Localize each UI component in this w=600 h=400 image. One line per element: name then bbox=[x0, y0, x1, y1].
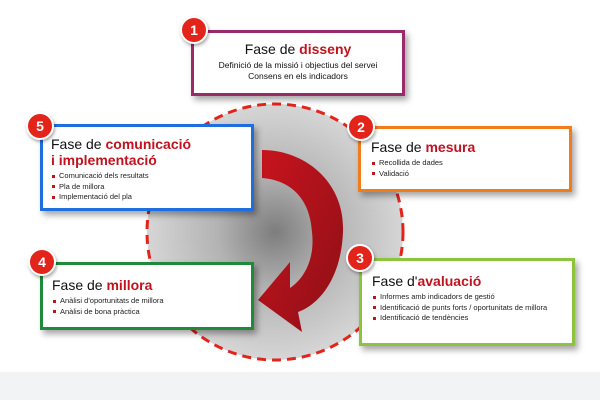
phase-5-item-2: Pla de millora bbox=[51, 182, 251, 193]
phase-5-title-line-2: i implementació bbox=[51, 152, 157, 168]
phase-2-title-highlight: mesura bbox=[425, 139, 476, 155]
phase-2-box: Fase de mesura Recollida de dades Valida… bbox=[358, 126, 572, 192]
cycle-arrow-icon bbox=[258, 150, 344, 332]
phase-4-box: Fase de millora Anàlisi d'oportunitats d… bbox=[40, 262, 254, 330]
phase-3-box: Fase d'avaluació Informes amb indicadors… bbox=[359, 258, 575, 346]
phase-3-title: Fase d'avaluació bbox=[372, 273, 572, 289]
phase-3-title-highlight: avaluació bbox=[417, 273, 482, 289]
phase-5-title-highlight: comunicació bbox=[105, 136, 192, 152]
phase-2-title: Fase de mesura bbox=[371, 139, 569, 155]
phase-3-title-prefix: Fase d' bbox=[372, 273, 418, 289]
phase-5-item-1: Comunicació dels resultats bbox=[51, 171, 251, 182]
phase-5-item-3: Implementació del pla bbox=[51, 192, 251, 203]
phase-1-line-2: Consens en els indicadors bbox=[248, 71, 348, 81]
phase-4-title: Fase de millora bbox=[52, 277, 251, 293]
phase-1-title: Fase de disseny bbox=[194, 41, 402, 57]
phase-4-title-prefix: Fase de bbox=[52, 277, 107, 293]
phase-1-title-prefix: Fase de bbox=[244, 41, 300, 57]
phase-3-item-2: Identificació de punts forts / oportunit… bbox=[372, 303, 572, 314]
phase-4-badge: 4 bbox=[28, 248, 56, 276]
phase-4-title-highlight: millora bbox=[106, 277, 153, 293]
phase-3-item-3: Identificació de tendències bbox=[372, 313, 572, 324]
phase-1-box: Fase de disseny Definició de la missió i… bbox=[191, 30, 405, 96]
phase-1-badge: 1 bbox=[180, 16, 208, 44]
phase-1-title-highlight: disseny bbox=[299, 41, 352, 57]
phase-2-badge: 2 bbox=[347, 113, 375, 141]
phase-3-badge: 3 bbox=[346, 244, 374, 272]
phase-2-item-2: Validació bbox=[371, 169, 569, 180]
phase-5-badge: 5 bbox=[26, 112, 54, 140]
phase-1-line-1: Definició de la missió i objectius del s… bbox=[218, 60, 378, 70]
phase-3-item-1: Informes amb indicadors de gestió bbox=[372, 292, 572, 303]
phase-4-item-2: Anàlisi de bona pràctica bbox=[52, 307, 251, 318]
phase-5-title-prefix: Fase de bbox=[51, 136, 106, 152]
phase-5-box: Fase de comunicació i implementació Comu… bbox=[40, 124, 254, 211]
phase-2-title-prefix: Fase de bbox=[371, 139, 426, 155]
phase-5-title: Fase de comunicació bbox=[51, 136, 251, 152]
footer-strip bbox=[0, 372, 600, 400]
cycle-dashed-ring bbox=[145, 102, 405, 362]
phase-4-item-1: Anàlisi d'oportunitats de millora bbox=[52, 296, 251, 307]
phase-2-item-1: Recollida de dades bbox=[371, 158, 569, 169]
